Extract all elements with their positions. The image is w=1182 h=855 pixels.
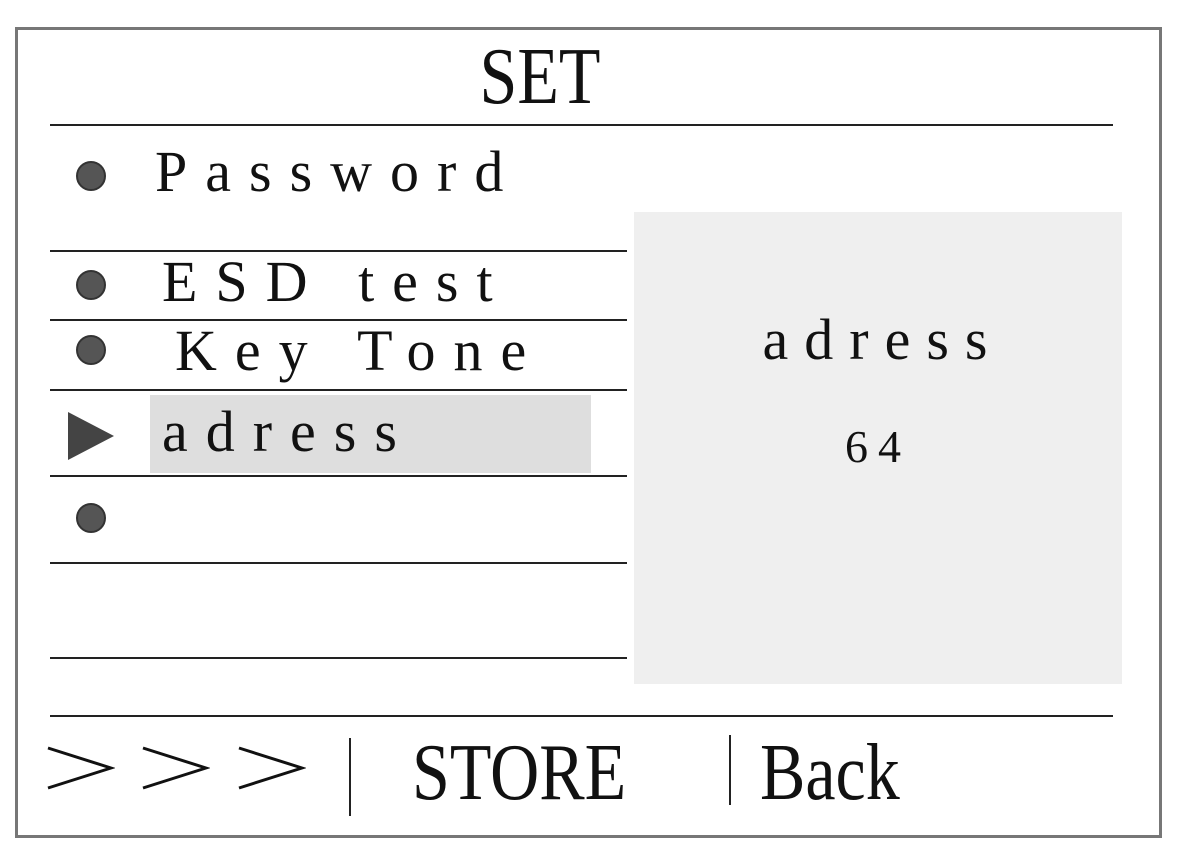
menu-divider [50,657,627,659]
bullet-icon [76,335,106,365]
title-divider [50,124,1113,126]
chevron-right-icon [238,746,306,790]
menu-divider [50,389,627,391]
detail-panel-content: adress 64 [634,0,1122,855]
menu-item-label: Password [155,139,522,204]
menu-divider [50,319,627,321]
menu-item-label: adress [162,399,415,464]
footer-divider [50,715,1113,717]
menu-item-label: ESD test [162,249,511,314]
chevron-right-icon [142,746,210,790]
more-button-label: >>> [0,0,1,1]
store-button[interactable]: STORE [412,729,627,817]
menu-item-label: Key Tone [175,318,545,383]
back-button[interactable]: Back [760,729,900,817]
chevron-right-icon [47,746,115,790]
bullet-icon [76,503,106,533]
detail-panel-value[interactable]: 64 [845,421,911,472]
screen-frame [15,27,1162,838]
menu-divider [50,250,627,252]
menu-divider [50,475,627,477]
bullet-icon [76,270,106,300]
footer-separator [729,735,731,805]
menu-divider [50,562,627,564]
detail-panel [634,212,1122,684]
bullet-icon [76,161,106,191]
selection-highlight [150,395,591,473]
footer-separator [349,738,351,816]
detail-panel-title: adress [762,307,1004,372]
selection-arrow-icon [68,412,114,460]
page-title: SET [479,33,601,121]
